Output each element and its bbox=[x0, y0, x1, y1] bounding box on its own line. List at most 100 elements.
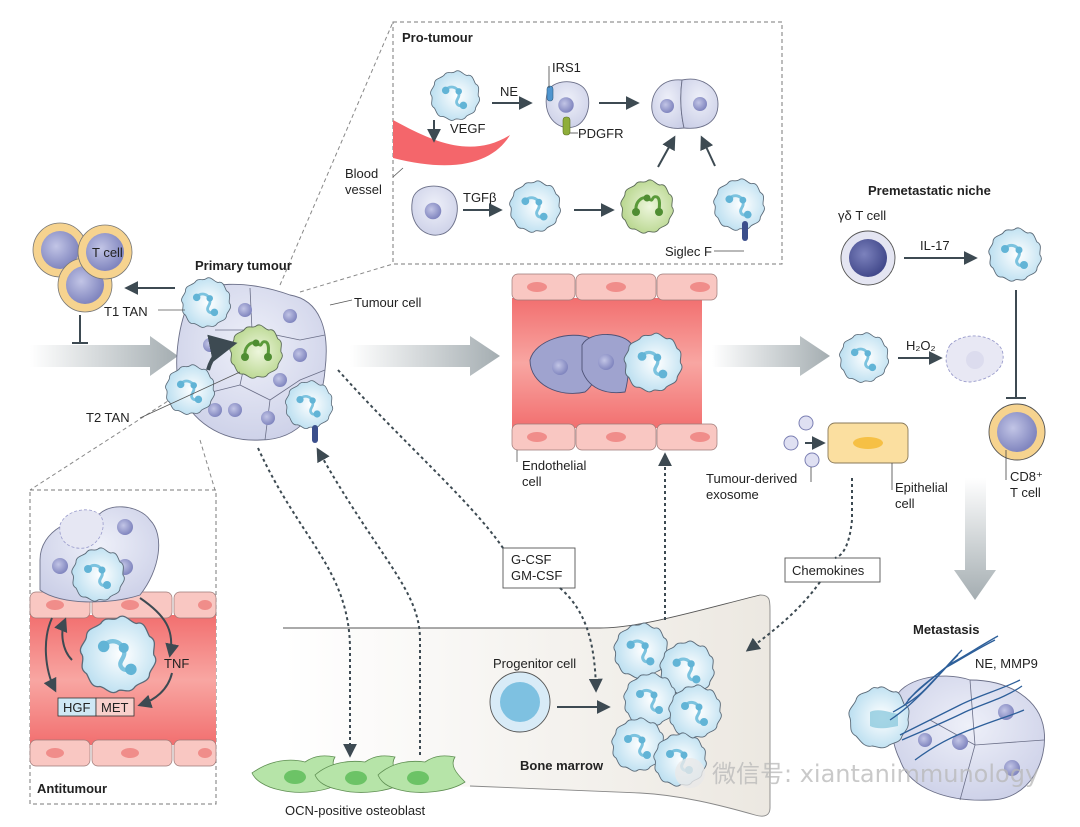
epithelial-label-1: Epithelial bbox=[895, 480, 948, 495]
epithelial-nucleus bbox=[853, 437, 883, 449]
proliferating-tumour-cells bbox=[651, 78, 719, 129]
zoom-guides bbox=[29, 21, 394, 491]
ocn-osteoblasts bbox=[251, 755, 466, 793]
extravasation-arrow bbox=[712, 336, 830, 376]
t1-tan-label: T1 TAN bbox=[104, 304, 148, 319]
wechat-icon bbox=[675, 758, 705, 788]
premetastatic-niche-title: Premetastatic niche bbox=[868, 183, 991, 198]
cd8-label-2: T cell bbox=[1010, 485, 1041, 500]
primary-tumour: Primary tumour T cell bbox=[30, 222, 422, 443]
siglecf-label: Siglec F bbox=[665, 244, 712, 259]
pro-tumour-panel: Pro-tumour Blood vessel VEGF NE IRS1 PDG… bbox=[345, 21, 783, 265]
blood-vessel-label-2: vessel bbox=[345, 182, 382, 197]
hgf-label: HGF bbox=[63, 700, 91, 715]
killed-tumour-nucleus bbox=[966, 351, 984, 369]
endothelium-bottom bbox=[511, 423, 718, 451]
neutrophil-extracellular-traps bbox=[889, 635, 1025, 761]
t-cell-cluster bbox=[32, 222, 133, 313]
h2o2-label: H₂O₂ bbox=[906, 338, 936, 353]
tnf-label: TNF bbox=[164, 656, 189, 671]
niche-neutrophil bbox=[987, 226, 1043, 283]
siglecf-receptor bbox=[742, 221, 748, 241]
gcsf-box bbox=[502, 547, 576, 589]
siglecf-neutrophil bbox=[712, 177, 766, 232]
endothelial-nuclei bbox=[527, 282, 710, 442]
progression-arrow-in bbox=[30, 336, 178, 376]
antitumour-endothelial-nuclei bbox=[46, 600, 212, 758]
irs1-receptor bbox=[546, 85, 554, 102]
exosome-label-2: exosome bbox=[706, 487, 759, 502]
gcsf-label: G-CSF bbox=[511, 552, 552, 567]
net-forming-neutrophil bbox=[848, 686, 910, 749]
gmcsf-label: GM-CSF bbox=[511, 568, 562, 583]
blood-vessel-leader bbox=[392, 167, 404, 178]
cd8-label-1: CD8⁺ bbox=[1010, 469, 1043, 484]
blood-vessel-label-1: Blood bbox=[345, 166, 378, 181]
met-box bbox=[95, 697, 135, 717]
endothelial-label-2: cell bbox=[522, 474, 542, 489]
t2-neutrophil-pro bbox=[619, 178, 675, 235]
tumour-cell-leader bbox=[329, 299, 353, 306]
endothelial-label-1: Endothelial bbox=[522, 458, 586, 473]
chemokines-box bbox=[784, 557, 881, 583]
bone-marrow-top-edge bbox=[283, 594, 761, 629]
siglecf-receptor-tumour bbox=[312, 425, 318, 443]
gd-t-cell-label: γδ T cell bbox=[838, 208, 886, 223]
bone-marrow-edge bbox=[469, 594, 771, 817]
tumour-cell-tgfb bbox=[411, 185, 458, 236]
chemokines-label: Chemokines bbox=[792, 563, 865, 578]
ne-mmp9-label: NE, MMP9 bbox=[975, 656, 1038, 671]
progenitor-label: Progenitor cell bbox=[493, 656, 576, 671]
tumour-cell-label: Tumour cell bbox=[354, 295, 422, 310]
siglecf-arrow bbox=[700, 135, 716, 167]
metastatic-tumour-mass bbox=[891, 675, 1045, 801]
t1-to-t2-conversion-arrow bbox=[206, 334, 238, 371]
h2o2-neutrophil bbox=[838, 331, 891, 384]
intravasation-arrow bbox=[350, 336, 500, 376]
tgfb-label: TGFβ bbox=[463, 190, 496, 205]
signalling-arrows bbox=[257, 369, 853, 758]
metastasis-arrow bbox=[954, 478, 996, 600]
tumour-to-osteoblast-arrow bbox=[257, 447, 357, 758]
tnf-arrow-down bbox=[139, 597, 180, 658]
bone-marrow-title: Bone marrow bbox=[520, 758, 604, 773]
t1-tan bbox=[180, 276, 233, 329]
tumour-to-gcsf-line bbox=[337, 369, 504, 549]
transmigration-arrow-up bbox=[54, 617, 73, 661]
gd-t-cell-nucleus bbox=[849, 239, 887, 277]
progenitor-nucleus bbox=[500, 682, 540, 722]
vegf-label: VEGF bbox=[450, 121, 485, 136]
mature-neutrophil-cluster bbox=[610, 621, 723, 788]
t2-to-proliferation-arrow bbox=[657, 135, 676, 168]
epithelial-to-chemokines-line bbox=[834, 478, 853, 559]
transmigration-arrow-down bbox=[43, 617, 57, 693]
bone-marrow: Progenitor cell Bone marrow OCN-positive… bbox=[251, 547, 881, 818]
metastasis: Metastasis NE, MMP9 bbox=[848, 622, 1045, 801]
pdgfr-label: PDGFR bbox=[578, 126, 624, 141]
il17-label: IL-17 bbox=[920, 238, 950, 253]
irs1-label: IRS1 bbox=[552, 60, 581, 75]
antitumour-title: Antitumour bbox=[37, 781, 107, 796]
t-cell-label: T cell bbox=[92, 245, 123, 260]
t2-tan-label: T2 TAN bbox=[86, 410, 130, 425]
gcsf-to-marrow-arrow bbox=[559, 587, 603, 693]
watermark-text: 微信号: xiantanimmunology bbox=[712, 760, 1039, 788]
antitumour-panel: TNF HGF MET Antitumour bbox=[29, 489, 217, 805]
exosome-label-1: Tumour-derived bbox=[706, 471, 797, 486]
ne-label: NE bbox=[500, 84, 518, 99]
neutrophil-vegf bbox=[429, 69, 482, 122]
tnf-to-met-arrow bbox=[137, 672, 173, 709]
primary-tumour-title: Primary tumour bbox=[195, 258, 292, 273]
premetastatic-niche: Premetastatic niche γδ T cell IL-17 H₂O₂… bbox=[706, 183, 1046, 511]
circulating-tumour-cluster bbox=[529, 334, 633, 394]
t2-tan bbox=[164, 363, 217, 416]
circulating-vessel: Endothelial cell bbox=[511, 273, 718, 489]
epithelial-label-2: cell bbox=[895, 496, 915, 511]
watermark: 微信号: xiantanimmunology bbox=[675, 758, 1039, 788]
metastasis-title: Metastasis bbox=[913, 622, 979, 637]
met-label: MET bbox=[101, 700, 129, 715]
pdgfr-receptor bbox=[562, 116, 571, 136]
osteoblast-to-tumour-arrow bbox=[316, 447, 421, 755]
chemokines-to-marrow-arrow bbox=[745, 581, 821, 652]
